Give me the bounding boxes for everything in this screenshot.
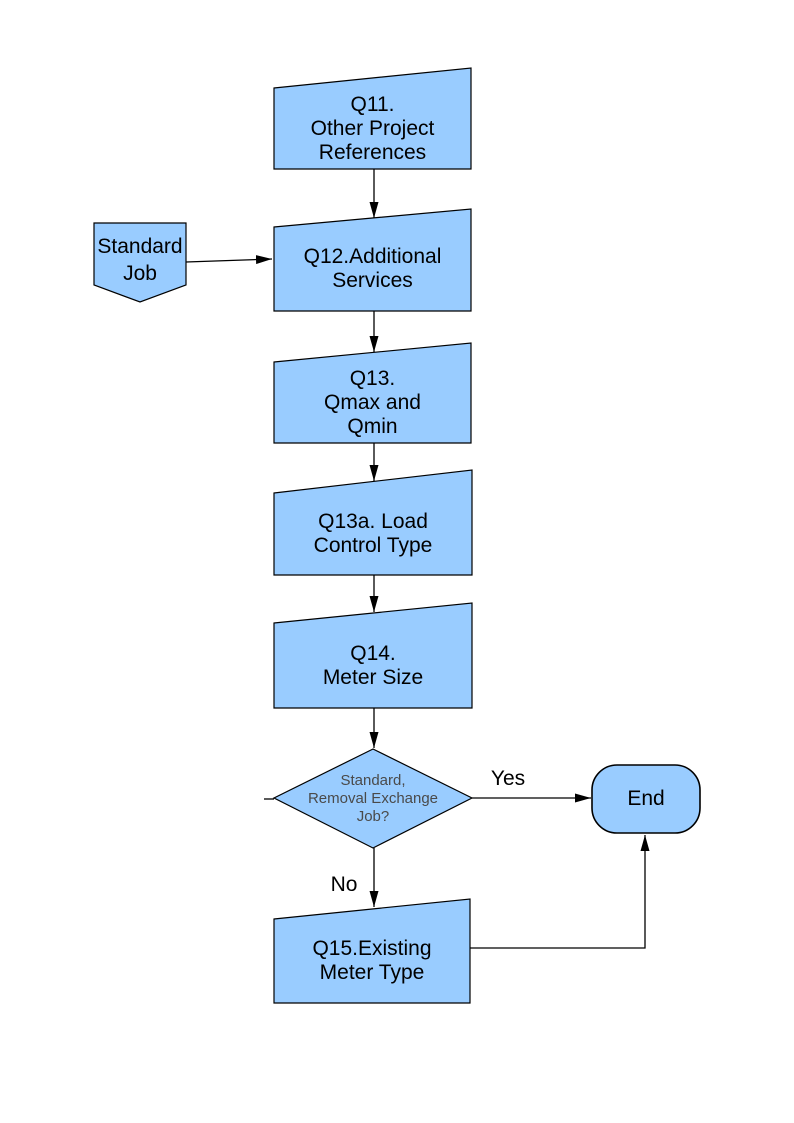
node-q14-label: Q14. Meter Size: [322, 641, 424, 689]
connector-q15-end: [470, 835, 650, 949]
node-standard-job-label: Standard Job: [97, 234, 183, 285]
node-q13a: [273, 469, 473, 576]
node-end-label: End: [627, 787, 665, 810]
node-q11: [273, 67, 472, 170]
node-q12-label: Q12.Additional Services: [303, 245, 442, 292]
node-q11-label: Q11. Other Project References: [310, 92, 435, 164]
node-standard-job: [93, 222, 187, 303]
node-decision-label: Standard, Removal Exchange Job?: [307, 772, 439, 825]
node-q14: [273, 602, 473, 709]
node-q15-label: Q15.Existing Meter Type: [312, 937, 432, 984]
node-q13-label: Q13. Qmax and Qmin: [324, 366, 421, 438]
edge-label-yes: Yes: [490, 767, 526, 790]
connectors: [185, 169, 650, 949]
node-q13: [273, 342, 472, 444]
node-q13a-label: Q13a. Load Control Type: [313, 510, 433, 557]
node-q12: [273, 208, 472, 312]
node-decision-diamond: [272, 748, 474, 849]
edge-label-no: No: [330, 873, 358, 896]
node-q15: [273, 898, 471, 1004]
connector-standardjob-q12: [185, 255, 273, 265]
node-end: [591, 764, 701, 834]
